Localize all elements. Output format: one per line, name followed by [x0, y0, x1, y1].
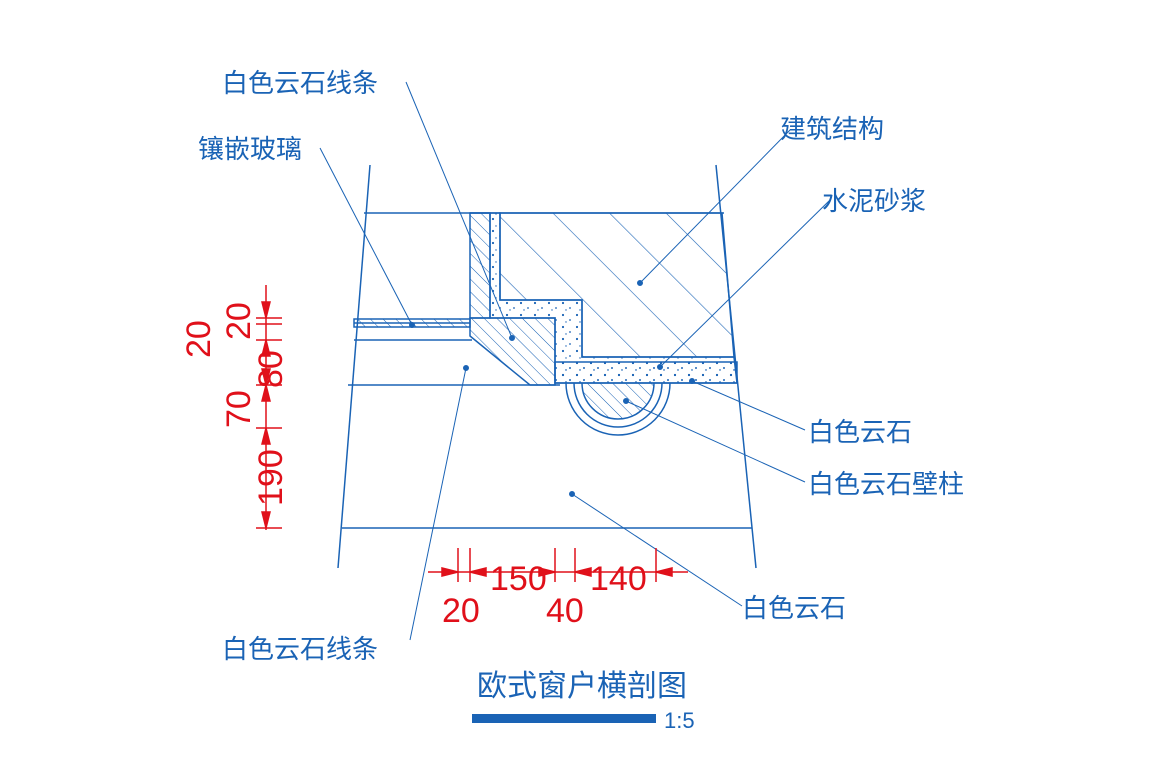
dim-v-80: 80 — [252, 350, 290, 388]
label-cement-mortar: 水泥砂浆 — [822, 187, 926, 217]
label-white-marble-bottom: 白色云石 — [742, 594, 846, 624]
leader-lines — [319, 81, 831, 641]
label-mosaic-glass: 镶嵌玻璃 — [198, 135, 302, 165]
drawing-scale: 1:5 — [664, 708, 695, 733]
label-white-marble-pilaster: 白色云石壁柱 — [808, 470, 964, 500]
dim-v-20-inner: 20 — [220, 302, 258, 340]
dim-v-70: 70 — [220, 390, 258, 428]
dim-v-190: 190 — [252, 449, 290, 506]
dim-h-20: 20 — [442, 592, 480, 630]
label-white-marble-moulding-bottom: 白色云石线条 — [222, 635, 378, 665]
label-building-structure: 建筑结构 — [780, 115, 884, 145]
drawing-title: 欧式窗户横剖图 — [477, 669, 687, 704]
label-white-marble-moulding-top: 白色云石线条 — [222, 69, 378, 99]
label-white-marble-right: 白色云石 — [808, 418, 912, 448]
horizontal-dimension-chain — [428, 548, 688, 582]
dim-h-40: 40 — [546, 592, 584, 630]
dim-v-20-outer: 20 — [180, 320, 218, 358]
title-underline — [472, 714, 656, 723]
section-linework — [337, 164, 757, 569]
vertical-dimension-chain — [256, 285, 282, 530]
dim-h-150: 150 — [490, 560, 547, 598]
dim-h-140: 140 — [590, 560, 647, 598]
